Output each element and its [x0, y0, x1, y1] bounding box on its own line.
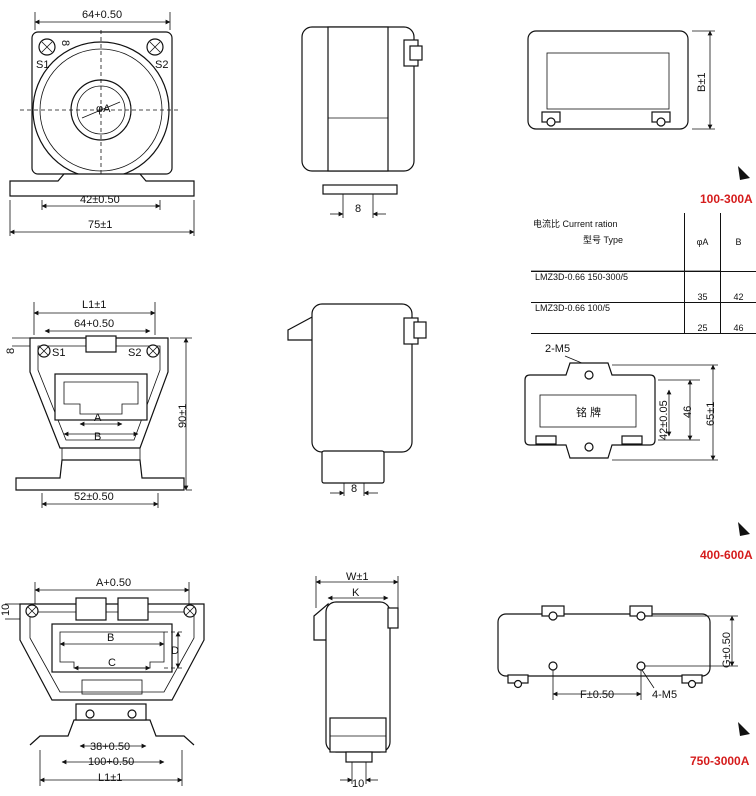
dim-42-05: 42±0.05 — [658, 400, 670, 440]
b-label: B — [107, 632, 114, 644]
range-100-300: 100-300A — [700, 192, 753, 206]
view5-side: 8 — [287, 303, 427, 496]
m5-label: 4-M5 — [652, 689, 677, 701]
row-type: LMZ3D-0.66 150-300/5 — [531, 271, 685, 303]
d-label: D — [171, 645, 179, 657]
a-label: A — [94, 412, 102, 424]
view4-front: L1±1 64+0.50 S1 S2 8 A B 90±1 52±0.50 — [5, 299, 192, 508]
view1-front: 64+0.50 φA S1 S2 8 42±0.50 75±1 — [9, 9, 195, 236]
dim-90: 90±1 — [177, 404, 189, 428]
s1-label: S1 — [52, 347, 65, 359]
view6-top: 2-M5 铭 牌 42±0.05 46 65±1 400-600A — [524, 343, 753, 562]
dim-64: 64+0.50 — [74, 318, 114, 330]
dim-46: 46 — [682, 406, 694, 418]
header-type: 型号 Type — [583, 235, 624, 245]
header-b: B — [720, 213, 756, 272]
dim-65: 65±1 — [705, 402, 717, 426]
range-400-600: 400-600A — [700, 548, 753, 562]
s2-label: S2 — [128, 347, 141, 359]
row-phi: 25 — [684, 302, 721, 334]
dim-38: 38+0.50 — [90, 741, 130, 753]
dim-42: 42±0.50 — [80, 194, 120, 206]
dim-75: 75±1 — [88, 219, 112, 231]
dim-8: 8 — [59, 40, 71, 46]
header-phi-a: φA — [684, 213, 721, 272]
dim-g: G±0.50 — [721, 632, 733, 668]
view3-top: B±1 100-300A — [527, 30, 753, 206]
row-b: 46 — [720, 302, 756, 334]
dim-w: W±1 — [346, 571, 369, 583]
table-row: LMZ3D-0.66 100/5 25 46 — [531, 302, 756, 334]
row-b: 42 — [720, 271, 756, 303]
table-row: LMZ3D-0.66 150-300/5 35 42 — [531, 271, 756, 303]
view9-top: G±0.50 F±0.50 4-M5 750-3000A — [497, 605, 750, 768]
range-750-3000: 750-3000A — [690, 754, 750, 768]
view2-side: 8 — [301, 26, 423, 218]
s2-label: S2 — [155, 59, 168, 71]
dim-8: 8 — [351, 483, 357, 495]
dim-100: 100+0.50 — [88, 756, 134, 768]
dim-10: 10 — [0, 604, 12, 616]
table-header: 电流比 Current ration 型号 Type φA B — [531, 213, 756, 272]
row-phi: 35 — [684, 271, 721, 303]
s1-label: S1 — [36, 59, 49, 71]
dim-52: 52±0.50 — [74, 491, 114, 503]
dim-10: 10 — [352, 778, 364, 790]
b-label: B — [94, 431, 101, 443]
k-label: K — [352, 587, 360, 599]
dim-64: 64+0.50 — [82, 9, 122, 21]
nameplate-label: 铭 牌 — [576, 405, 601, 419]
header-current-ratio: 电流比 Current ration — [533, 219, 618, 229]
spec-table: 电流比 Current ration 型号 Type φA B LMZ3D-0.… — [531, 213, 756, 334]
row-type: LMZ3D-0.66 100/5 — [531, 302, 685, 334]
view7-front: A+0.50 D B C 10 38+0.50 100+0.50 L1±1 — [0, 577, 205, 786]
phi-a-label: φA — [96, 103, 111, 115]
dim-l1: L1±1 — [98, 772, 122, 784]
c-label: C — [108, 657, 116, 669]
dim-f: F±0.50 — [580, 689, 614, 701]
dim-b: B±1 — [696, 73, 708, 93]
dim-8: 8 — [5, 348, 17, 354]
m5-label: 2-M5 — [545, 343, 570, 355]
dim-8: 8 — [355, 203, 361, 215]
dim-l1: L1±1 — [82, 299, 106, 311]
view8-side: W±1 K 10 — [313, 571, 399, 790]
header-diagonal-cell: 电流比 Current ration 型号 Type — [531, 213, 721, 272]
dim-a: A+0.50 — [96, 577, 131, 589]
